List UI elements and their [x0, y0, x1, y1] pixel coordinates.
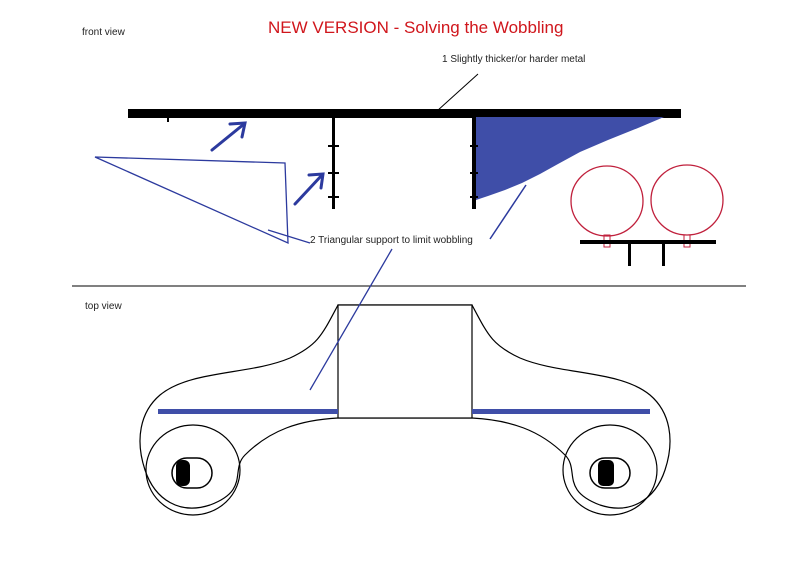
triangle-leader	[267, 229, 311, 244]
triangular-support	[474, 117, 664, 200]
top-support-left	[158, 409, 338, 414]
note-triangular-support: 2 Triangular support to limit wobbling	[310, 235, 473, 246]
hub-left	[171, 457, 213, 489]
front-wheels	[570, 164, 724, 266]
diagram-title: NEW VERSION - Solving the Wobbling	[268, 18, 564, 37]
axle-bar	[580, 240, 716, 244]
right-post	[470, 117, 664, 209]
arrow-up-right-1	[210, 121, 247, 152]
front-view-label: front view	[82, 27, 125, 38]
note-thicker-metal: 1 Slightly thicker/or harder metal	[442, 54, 586, 65]
middle-post	[328, 117, 339, 209]
hub-right	[589, 457, 631, 489]
support-leader-top	[309, 248, 393, 391]
front-view	[94, 73, 724, 266]
top-view	[139, 248, 671, 516]
arrow-up-right-2	[293, 172, 325, 206]
wheel-right-front	[650, 164, 724, 236]
note1-leader	[436, 73, 479, 112]
top-view-label: top view	[85, 301, 122, 312]
support-leader-front	[489, 184, 527, 240]
loose-triangle-outline	[94, 156, 289, 245]
top-wheel-left	[145, 424, 241, 516]
top-wheel-right	[562, 424, 658, 516]
top-center-block	[337, 304, 473, 419]
top-support-right	[472, 409, 650, 414]
deck-bar	[128, 109, 681, 118]
wheel-left-front	[570, 165, 644, 237]
